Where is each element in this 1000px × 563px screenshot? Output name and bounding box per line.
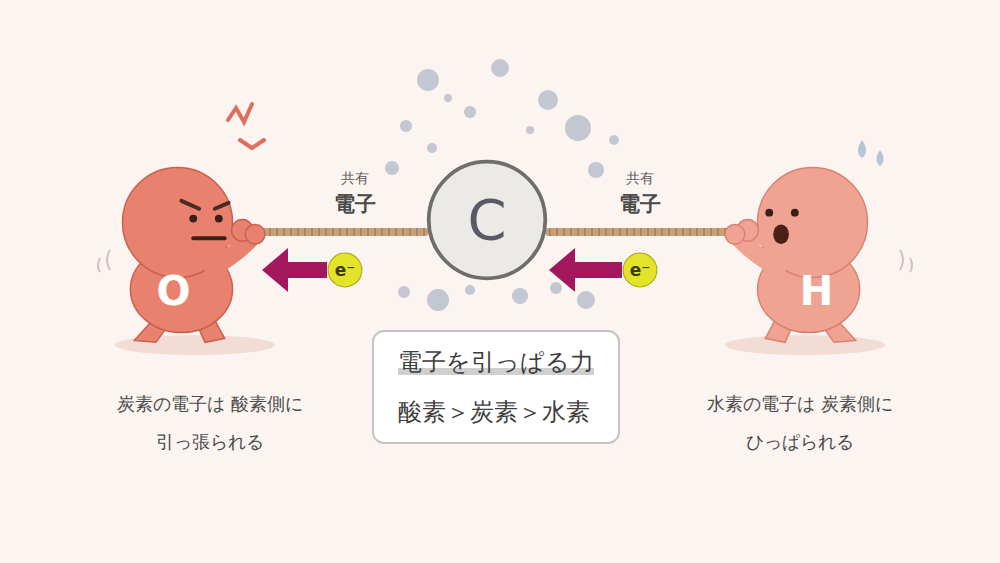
hydrogen-character: H bbox=[728, 150, 895, 350]
caption-note: 炭素の電子は 酸素側に引っ張られる bbox=[110, 385, 310, 461]
pull-arrow bbox=[549, 248, 622, 292]
pull-arrow bbox=[262, 248, 327, 292]
carbon-atom: C bbox=[425, 158, 549, 282]
sweat-drops bbox=[858, 140, 884, 166]
summary-box: 電子を引っぱる力酸素＞炭素＞水素 bbox=[372, 330, 620, 444]
panel-heading: 電子を引っぱる力 bbox=[398, 346, 594, 378]
shadow bbox=[725, 335, 885, 355]
rope-label: 共有 bbox=[626, 170, 654, 188]
caption-note: 水素の電子は 炭素側にひっぱられる bbox=[700, 385, 900, 461]
electron-symbol: e⁻ bbox=[630, 252, 651, 288]
anger-mark bbox=[228, 104, 264, 148]
rope-label: 電子 bbox=[619, 190, 661, 218]
oxygen-character: O bbox=[95, 150, 262, 350]
character-figure bbox=[728, 150, 895, 350]
rope-connector bbox=[262, 232, 425, 233]
electron-ball: e⁻ bbox=[327, 252, 363, 288]
atom-letter: O bbox=[156, 268, 190, 314]
character-figure bbox=[95, 150, 262, 350]
electron-symbol: e⁻ bbox=[335, 252, 356, 288]
atom-letter: C bbox=[467, 158, 506, 282]
panel-body: 酸素＞炭素＞水素 bbox=[398, 396, 590, 428]
electron-ball: e⁻ bbox=[622, 252, 658, 288]
rope-label: 電子 bbox=[334, 190, 376, 218]
atom-letter: H bbox=[800, 268, 833, 314]
rope-connector bbox=[549, 232, 728, 233]
rope-label: 共有 bbox=[341, 170, 369, 188]
